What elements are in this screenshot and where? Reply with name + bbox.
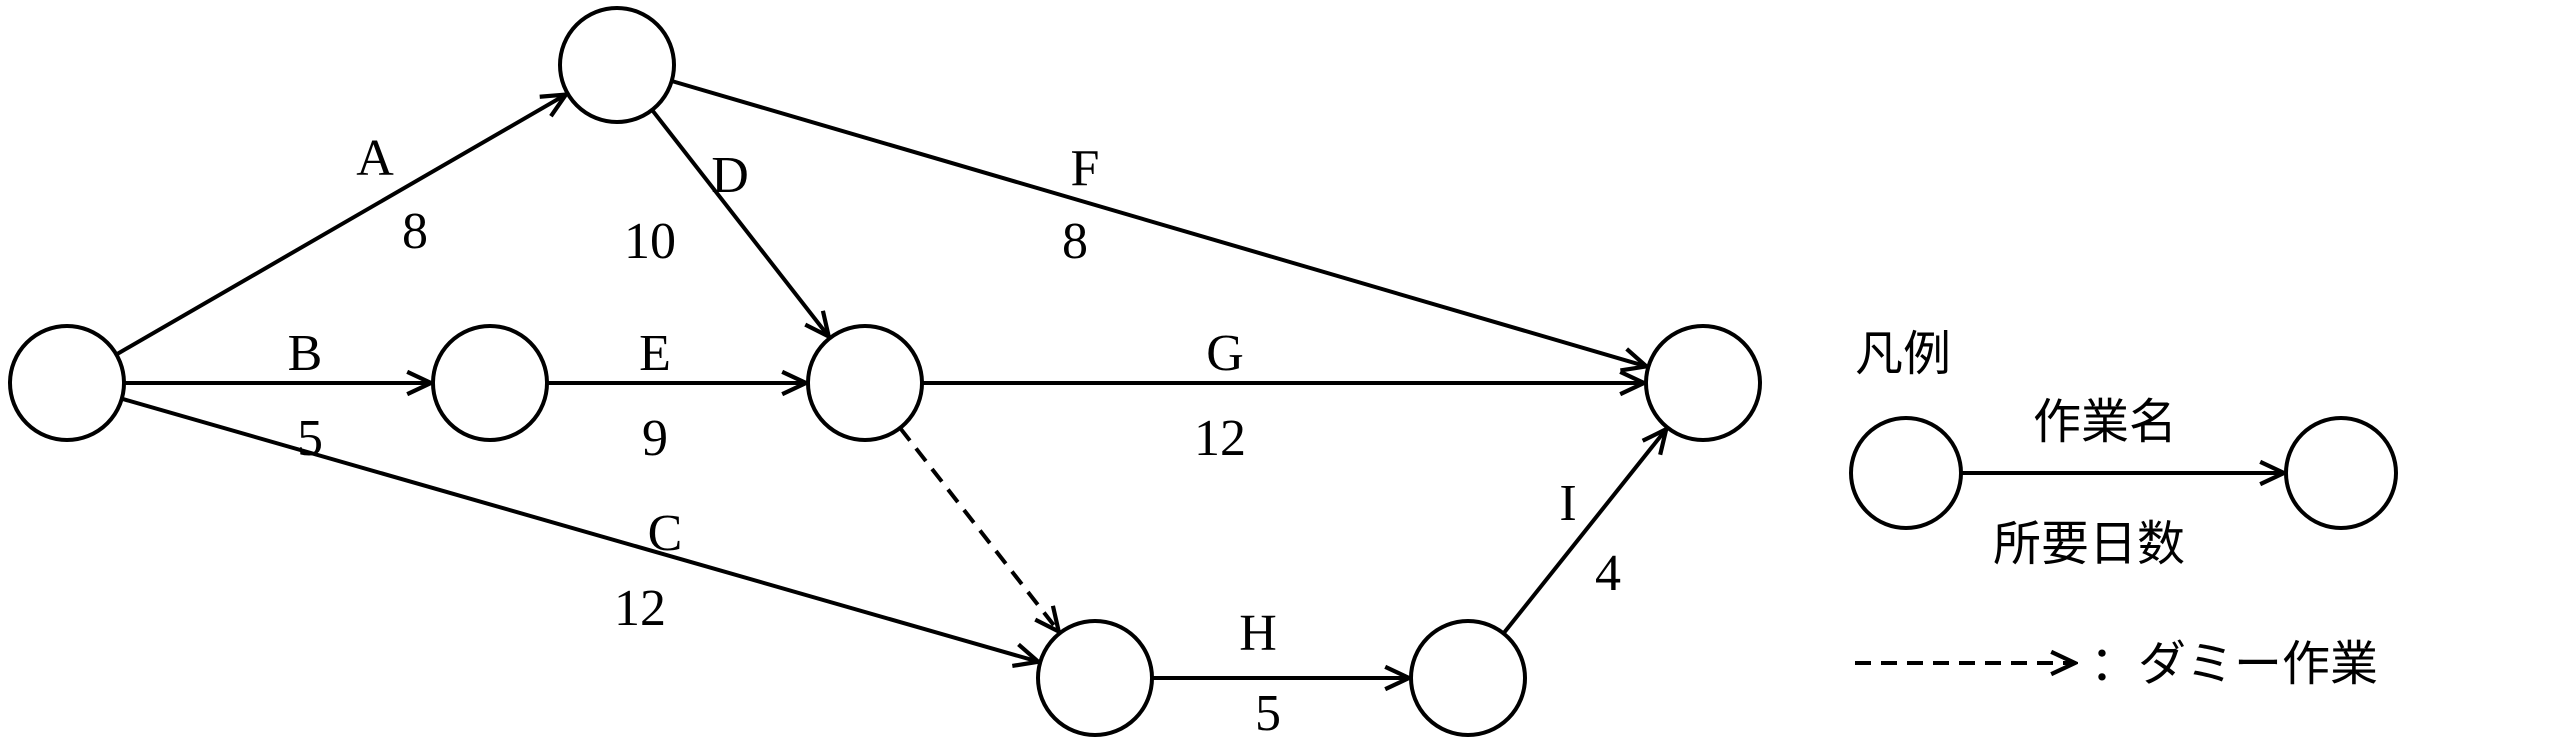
task-days-e: 9	[642, 410, 668, 467]
event-node-start	[8, 324, 126, 442]
legend-title: 凡例	[1855, 326, 1951, 382]
task-arrow-c	[121, 396, 1039, 662]
task-arrow-a	[115, 95, 566, 357]
event-node-n2	[431, 324, 549, 442]
event-node-n3	[806, 324, 924, 442]
legend-task-name: 作業名	[2033, 394, 2177, 450]
task-arrow-d	[650, 108, 829, 337]
task-arrow-i	[1501, 429, 1667, 635]
task-name-g: G	[1206, 325, 1244, 382]
task-name-a: A	[356, 130, 394, 187]
task-days-h: 5	[1255, 685, 1281, 742]
legend-duration: 所要日数	[1993, 516, 2185, 572]
legend-node-from	[1849, 416, 1963, 530]
task-name-f: F	[1071, 140, 1100, 197]
event-node-end	[1644, 324, 1762, 442]
task-name-e: E	[639, 325, 671, 382]
legend-node-to	[2284, 416, 2398, 530]
task-days-c: 12	[614, 580, 666, 637]
task-days-g: 12	[1194, 410, 1246, 467]
dummy-arrow-0	[898, 426, 1059, 632]
task-name-d: D	[711, 147, 749, 204]
task-name-b: B	[288, 325, 323, 382]
task-days-f: 8	[1062, 213, 1088, 270]
task-name-h: H	[1239, 605, 1277, 662]
event-node-n5	[1409, 619, 1527, 737]
event-node-n1	[558, 6, 676, 124]
task-name-i: I	[1559, 475, 1576, 532]
event-node-n4	[1036, 619, 1154, 737]
legend: 凡例 作業名 所要日数 ：ダミー作業	[1849, 326, 2398, 692]
legend-dummy-label: ：ダミー作業	[2090, 636, 2378, 692]
task-days-a: 8	[402, 203, 428, 260]
task-days-i: 4	[1595, 545, 1621, 602]
task-arrow-f	[671, 79, 1647, 366]
task-days-d: 10	[624, 213, 676, 270]
task-days-b: 5	[297, 410, 323, 467]
task-name-c: C	[648, 505, 683, 562]
